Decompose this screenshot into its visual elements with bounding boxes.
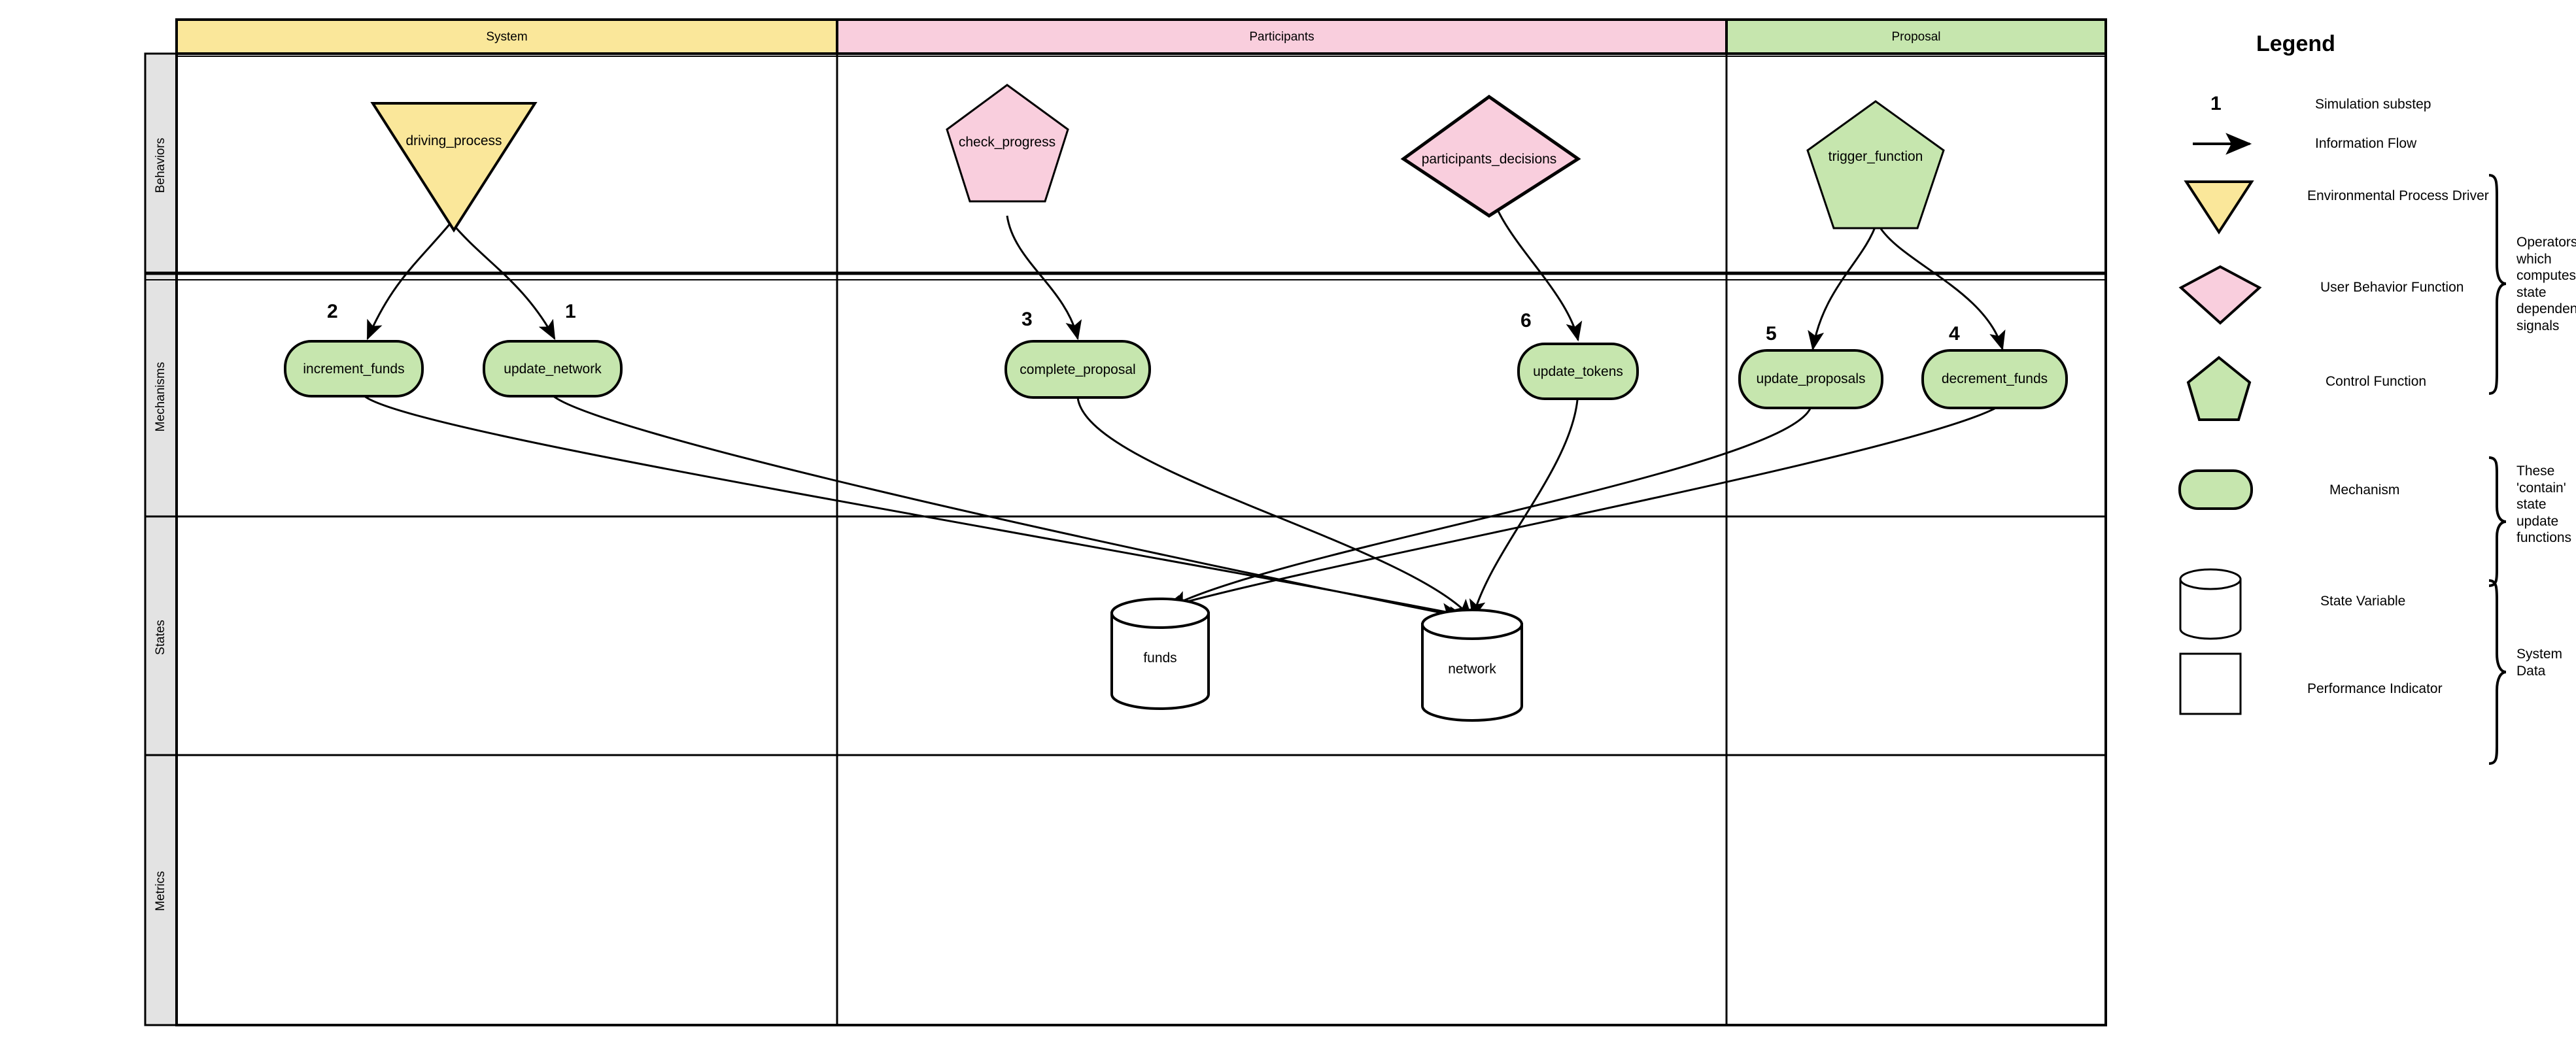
- edge-driving_process-update_network: [450, 222, 556, 341]
- triangle-down-icon: [2184, 180, 2254, 235]
- edge-trigger_function-update_proposals: [1808, 222, 1878, 351]
- state-update-brace-icon: [2488, 456, 2507, 587]
- edge-increment_funds-network: [363, 394, 1462, 620]
- row-label-strip: [144, 52, 178, 1026]
- node-increment_funds-shape[interactable]: [284, 340, 424, 397]
- operators-brace-icon: [2488, 174, 2507, 395]
- behaviors-layer: [370, 84, 1945, 233]
- states-layer: [1110, 598, 1523, 722]
- node-driving_process-shape[interactable]: [370, 102, 538, 233]
- column-header-system: [175, 18, 838, 55]
- node-update_network-shape[interactable]: [483, 340, 623, 397]
- system-data-brace-icon: [2488, 579, 2507, 765]
- node-decrement_funds-shape[interactable]: [1921, 349, 2068, 409]
- swimlane-grid: [144, 18, 2107, 1026]
- node-funds-shape[interactable]: [1110, 598, 1210, 710]
- node-complete_proposal-shape[interactable]: [1005, 340, 1151, 399]
- grid-body-frame: [175, 52, 2107, 1026]
- diamond-icon: [2178, 265, 2262, 325]
- edge-check_progress-complete_proposal: [1006, 215, 1082, 341]
- node-participants_decisions-shape[interactable]: [1400, 94, 1581, 218]
- node-update_tokens-shape[interactable]: [1517, 343, 1639, 400]
- edge-complete_proposal-network: [1076, 397, 1473, 619]
- node-check_progress-shape[interactable]: [946, 84, 1069, 203]
- edge-update_proposals-funds: [1169, 408, 1812, 608]
- pentagon-icon: [2186, 356, 2252, 421]
- column-header-participants: [836, 18, 1728, 55]
- legend-glyph-layer: [2178, 133, 2507, 765]
- edge-participants_decisions-update_tokens: [1488, 186, 1583, 342]
- node-network-shape[interactable]: [1421, 609, 1523, 722]
- edge-update_network-network: [552, 394, 1468, 622]
- edge-driving_process-increment_funds: [366, 222, 453, 341]
- edge-update_tokens-network: [1469, 399, 1579, 620]
- node-update_proposals-shape[interactable]: [1738, 349, 1883, 409]
- rect-icon: [2179, 652, 2242, 715]
- edge-trigger_function-decrement_funds: [1876, 222, 2006, 351]
- rounded-rect-icon: [2178, 469, 2253, 510]
- cylinder-icon: [2179, 568, 2242, 640]
- edge-decrement_funds-funds: [1162, 407, 1995, 611]
- node-trigger_function-shape[interactable]: [1806, 100, 1945, 229]
- column-header-proposal: [1725, 18, 2107, 55]
- mechanisms-layer: [284, 340, 2068, 409]
